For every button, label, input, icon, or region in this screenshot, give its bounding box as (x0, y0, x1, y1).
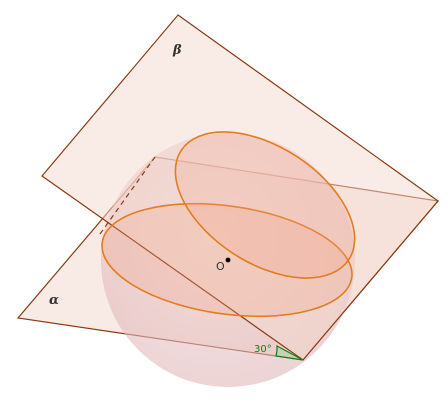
section-circle-beta (174, 131, 356, 279)
plane-alpha-label: α (49, 293, 59, 308)
alpha-hidden-edge (99, 156, 156, 235)
center-label: O (216, 260, 225, 273)
angle-arc (275, 344, 304, 361)
plane-beta-label: β (172, 43, 182, 58)
angle-label: 30° (254, 344, 272, 355)
center-point (225, 257, 231, 263)
